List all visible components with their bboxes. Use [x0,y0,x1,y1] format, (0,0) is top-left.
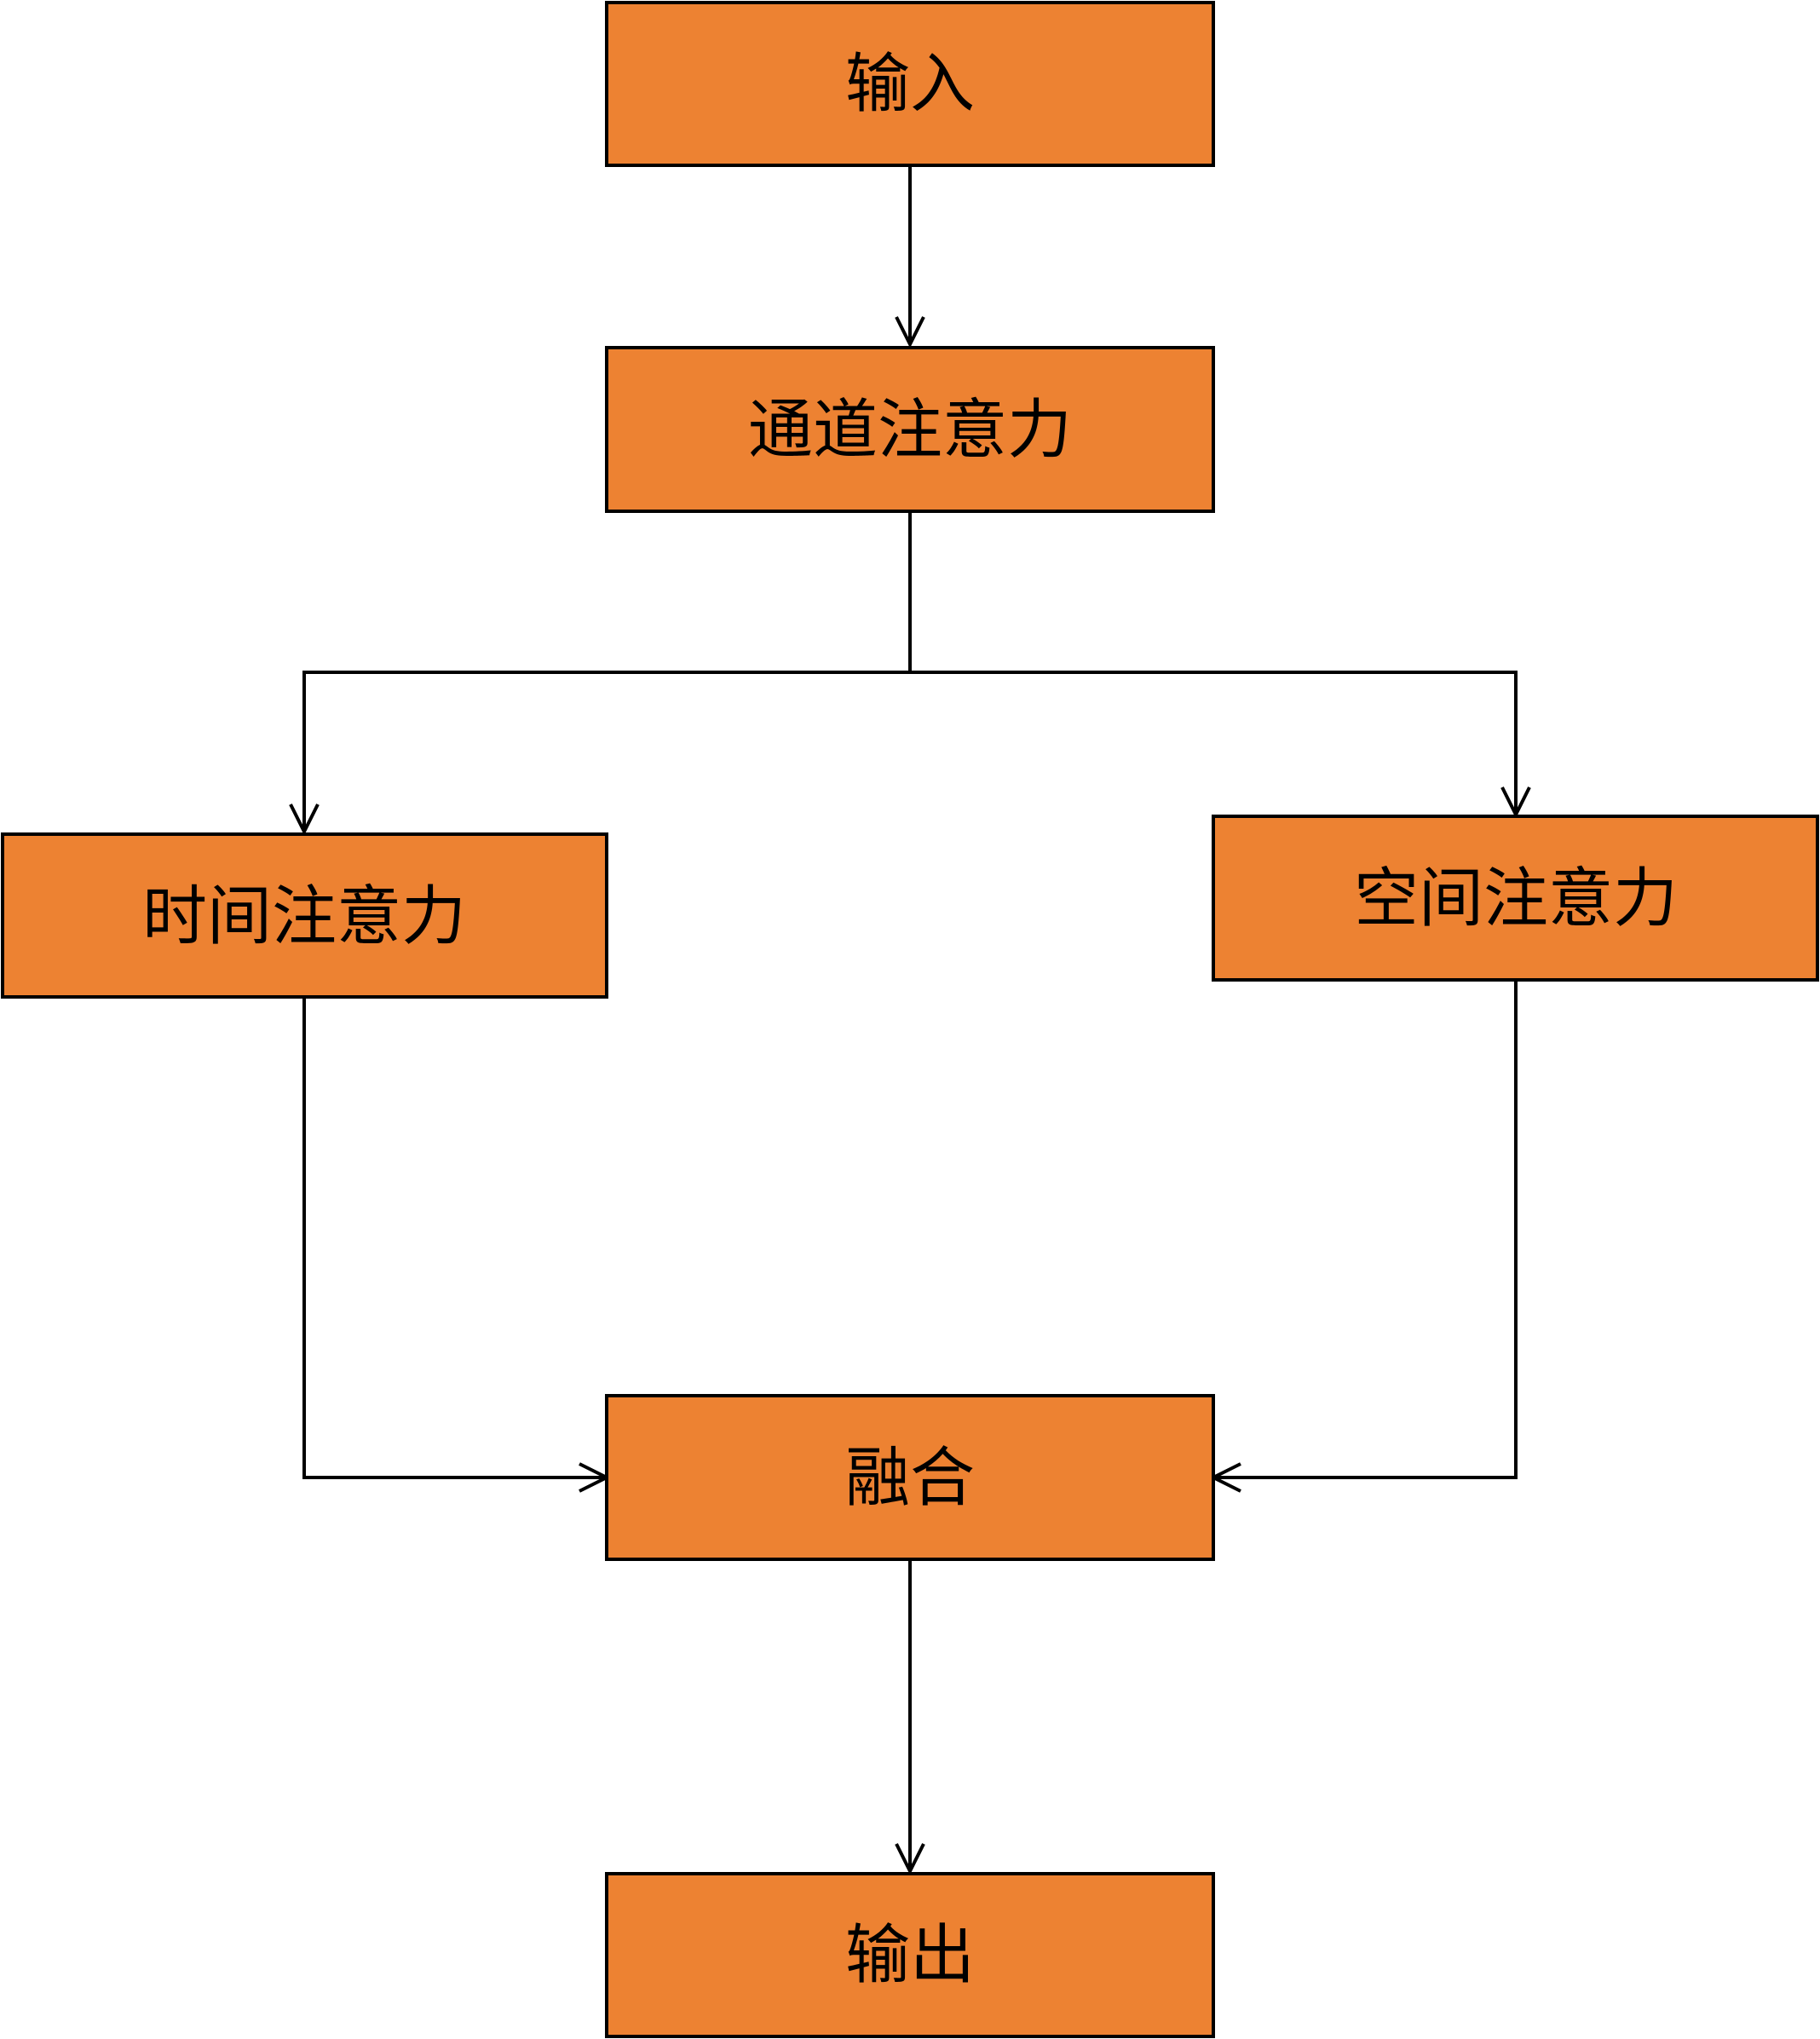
edge-channel-to-temporal-attention [304,671,910,832]
node-spatial-attention: 空间注意力 [1212,815,1819,982]
node-fusion-box [605,1394,1215,1561]
edges [304,165,1516,1871]
edge-spatial-to-fusion [1213,980,1518,1477]
node-temporal-attention: 时间注意力 [1,832,608,999]
node-output-box [605,1872,1215,2038]
node-channel-attention-box [605,346,1215,513]
node-temporal-attention-box [1,832,608,999]
node-temporal-attention-label: 时间注意力 [142,878,466,954]
node-fusion: 融合 [605,1394,1215,1561]
node-output: 输出 [605,1872,1215,2038]
node-input: 输入 [605,1,1215,167]
node-spatial-attention-label: 空间注意力 [1354,861,1678,936]
edge-temporal-to-fusion [302,997,607,1477]
node-output-label: 输出 [845,1917,975,1993]
node-input-label: 输入 [845,46,975,122]
edge-channel-to-spatial-attention [910,671,1516,815]
node-spatial-attention-box [1212,815,1819,982]
node-input-box [605,1,1215,167]
node-channel-attention-label: 通道注意力 [748,392,1072,468]
node-channel-attention: 通道注意力 [605,346,1215,513]
node-fusion-label: 融合 [845,1440,975,1516]
